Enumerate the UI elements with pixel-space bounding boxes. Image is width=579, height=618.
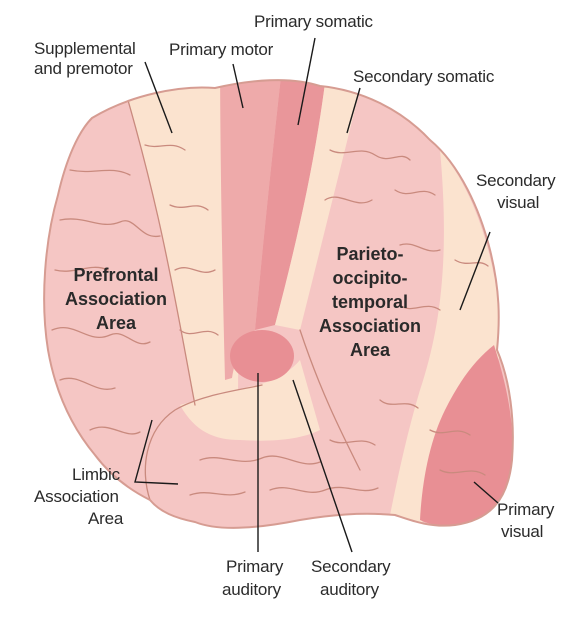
label-primary-somatic: Primary somatic (254, 12, 373, 32)
label-pot-line4: Association (310, 315, 430, 338)
label-supplemental-line2: and premotor (34, 59, 133, 79)
label-primary-auditory-line2: auditory (222, 580, 281, 600)
label-prefrontal-line2: Association (56, 288, 176, 311)
label-secondary-somatic: Secondary somatic (353, 67, 494, 87)
label-pot-line2: occipito- (310, 267, 430, 290)
label-primary-visual-line2: visual (501, 522, 543, 542)
label-pot-line5: Area (310, 339, 430, 362)
label-secondary-visual-line1: Secondary (476, 171, 555, 191)
label-prefrontal-line1: Prefrontal (64, 264, 168, 287)
label-pot-line1: Parieto- (310, 243, 430, 266)
label-limbic-line2: Association (34, 487, 119, 507)
label-supplemental-line1: Supplemental (34, 39, 136, 59)
label-primary-visual-line1: Primary (497, 500, 554, 520)
label-secondary-auditory-line2: auditory (320, 580, 379, 600)
label-limbic-line3: Area (88, 509, 123, 529)
primary-auditory-region (230, 330, 294, 382)
label-primary-motor: Primary motor (169, 40, 273, 60)
label-pot-line3: temporal (310, 291, 430, 314)
label-prefrontal-line3: Area (64, 312, 168, 335)
label-secondary-visual-line2: visual (497, 193, 539, 213)
label-limbic-line1: Limbic (72, 465, 120, 485)
label-primary-auditory-line1: Primary (226, 557, 283, 577)
label-secondary-auditory-line1: Secondary (311, 557, 390, 577)
